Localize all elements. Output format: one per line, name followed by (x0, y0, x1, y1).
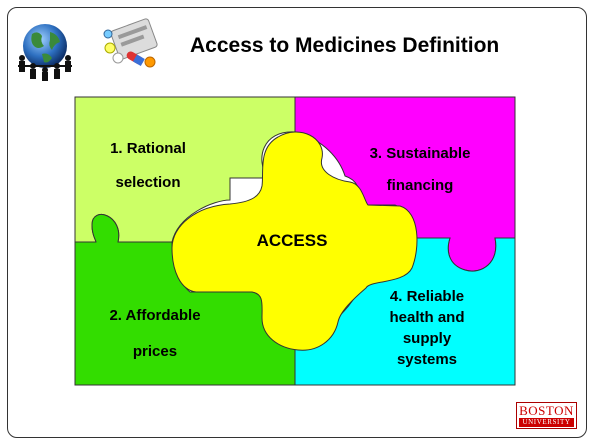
boston-university-logo: BOSTON UNIVERSITY (516, 402, 577, 429)
logo-line-university: UNIVERSITY (519, 418, 574, 427)
pills-icon (103, 18, 158, 68)
label-access: ACCESS (256, 231, 328, 250)
label-rational-selection: 1. Rational selection (110, 140, 186, 191)
label-affordable-prices: 2. Affordable prices (109, 307, 201, 360)
label-sustainable-financing: 3. Sustainable financing (369, 145, 471, 194)
logo-line-boston: BOSTON (519, 403, 574, 418)
globe-people-icon (18, 24, 72, 81)
page-title: Access to Medicines Definition (190, 34, 500, 57)
puzzle-piece-access (171, 131, 418, 351)
label-reliable-systems: 4. Reliable health and supply systems (389, 288, 465, 368)
